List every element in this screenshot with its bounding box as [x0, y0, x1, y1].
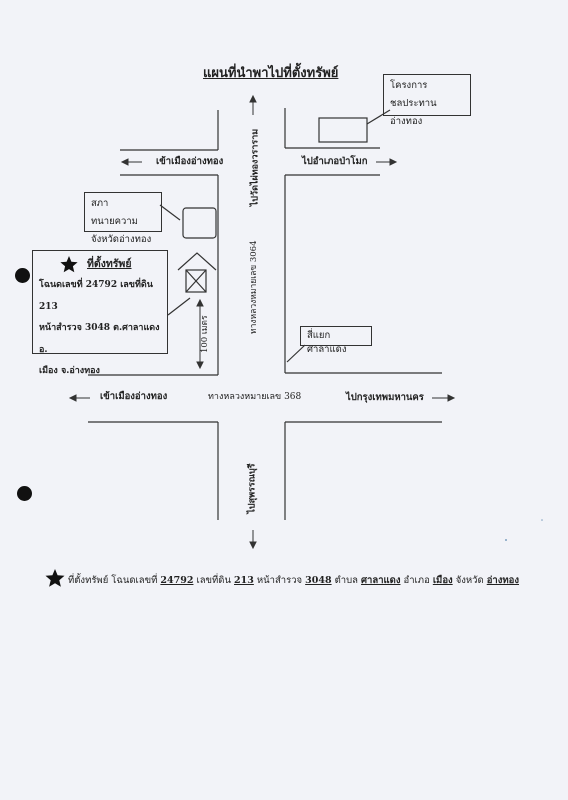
property-line2: หน้าสำรวจ 3048 ต.ศาลาแดง อ. [39, 323, 160, 355]
footer-deed-number: 24792 [160, 575, 194, 586]
footer-land-number: 213 [234, 575, 254, 586]
irrigation-line2: อ่างทอง [390, 116, 423, 128]
label-to-wat-phai-thong: ไปวัดไผ่ทองวราราม [250, 128, 261, 207]
page-title: แผนที่นำพาไปที่ตั้งทรัพย์ [203, 66, 339, 81]
property-location-box: ที่ตั้งทรัพย์ โฉนดเลขที่ 24792 เลขที่ดิน… [32, 250, 168, 376]
footer-text-4: ตำบล [334, 575, 358, 586]
property-line1: โฉนดเลขที่ 24792 เลขที่ดิน 213 [39, 279, 153, 312]
footer-text-1: ที่ตั้งทรัพย์ โฉนดเลขที่ [68, 575, 158, 586]
label-to-bangkok: ไปกรุงเทพมหานคร [346, 392, 424, 403]
label-100-meters: 100 เมตร [199, 315, 210, 354]
footer-subdistrict: ศาลาแดง [361, 575, 401, 586]
irrigation-project-box: โครงการชลประทาน อ่างทอง [383, 74, 471, 127]
irrigation-building-icon [318, 117, 368, 143]
footer-province: อ่างทอง [486, 575, 520, 586]
star-icon [45, 569, 65, 587]
irrigation-line1: โครงการชลประทาน [390, 80, 437, 110]
label-to-pa-mok: ไปอำเภอป่าโมก [302, 156, 368, 167]
property-heading: ที่ตั้งทรัพย์ [87, 258, 132, 270]
lawyers-building-icon [182, 207, 217, 239]
footer-property-description: ที่ตั้งทรัพย์ โฉนดเลขที่ 24792 เลขที่ดิน… [68, 576, 519, 586]
binder-hole-top [15, 268, 30, 283]
footer-survey-page: 3048 [305, 575, 332, 586]
arrow-left-icon [120, 158, 129, 166]
arrow-right-icon [389, 158, 398, 166]
star-icon [60, 256, 78, 273]
label-to-ang-thong-upper: เข้าเมืองอ่างทอง [156, 156, 224, 167]
footer-text-2: เลขที่ดิน [196, 575, 231, 586]
arrow-down-icon [196, 361, 204, 370]
arrow-up-icon [196, 298, 204, 307]
footer-text-6: จังหวัด [455, 575, 484, 586]
footer-text-3: หน้าสำรวจ [256, 575, 303, 586]
arrow-left-icon [68, 394, 77, 402]
lawyers-council-box: สภาทนายความ จังหวัดอ่างทอง [84, 192, 162, 245]
lawyers-line2: จังหวัดอ่างทอง [91, 234, 152, 246]
arrow-down-icon [249, 541, 257, 550]
label-highway-368: ทางหลวงหมายเลข 368 [208, 392, 302, 402]
footer-text-5: อำเภอ [403, 575, 430, 586]
intersection-box: สี่แยกศาลาแดง [300, 326, 372, 355]
intersection-label: สี่แยกศาลาแดง [307, 330, 347, 355]
label-to-ang-thong-lower: เข้าเมืองอ่างทอง [100, 391, 168, 402]
arrow-up-icon [249, 94, 257, 103]
lawyers-line1: สภาทนายความ [91, 198, 138, 228]
property-house-icon [177, 252, 217, 293]
label-to-suphanburi: ไปสุพรรณบุรี [247, 463, 258, 514]
label-highway-3064: ทางหลวงหมายเลข 3064 [248, 240, 259, 334]
property-line3: เมือง จ.อ่างทอง [39, 366, 100, 377]
footer-district: เมือง [432, 575, 453, 586]
arrow-right-icon [447, 394, 456, 402]
binder-hole-bottom [17, 486, 32, 501]
